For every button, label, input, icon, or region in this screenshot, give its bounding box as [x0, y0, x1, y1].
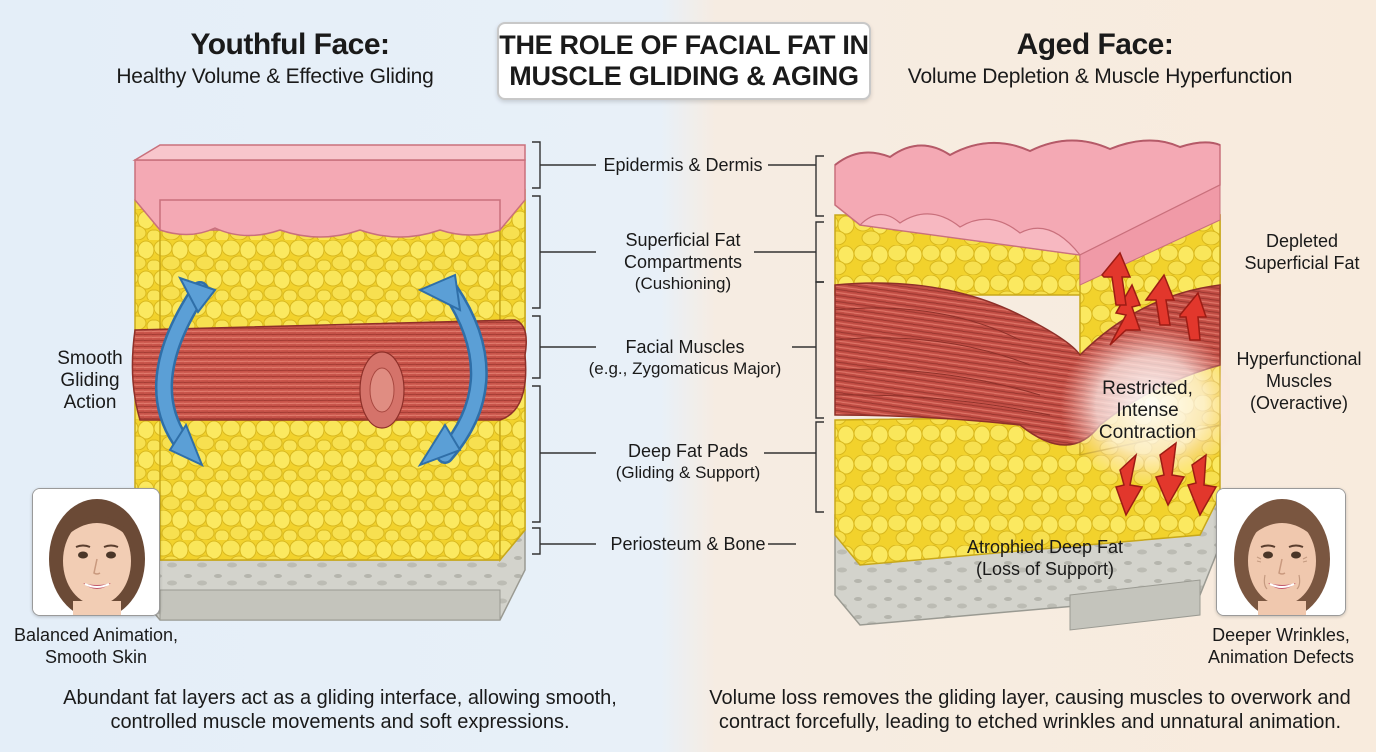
center-brackets — [532, 141, 824, 555]
atrophied-deep-fat-label: Atrophied Deep Fat (Loss of Support) — [955, 536, 1135, 580]
aged-face-caption: Deeper Wrinkles, Animation Defects — [1186, 624, 1376, 668]
youthful-caption-line-2: Smooth Skin — [44, 647, 148, 667]
label-superficial-fat: Superficial Fat Compartments (Cushioning… — [598, 229, 768, 295]
youthful-subtitle: Healthy Volume & Effective Gliding — [116, 65, 434, 88]
restricted-contraction-label: Restricted, Intense Contraction — [1085, 378, 1210, 444]
aged-summary-line-2: contract forcefully, leading to etched w… — [718, 711, 1342, 733]
atrophied-line-2: (Loss of Support) — [975, 559, 1115, 579]
depleted-line-2: Superficial Fat — [1244, 253, 1360, 273]
youthful-tissue-block — [131, 144, 527, 621]
depleted-superficial-fat-label: Depleted Superficial Fat — [1232, 230, 1372, 274]
superficial-fat-line-1: Superficial Fat — [625, 230, 741, 250]
atrophied-line-1: Atrophied Deep Fat — [966, 537, 1124, 557]
youthful-summary-line-1: Abundant fat layers act as a gliding int… — [63, 687, 617, 709]
aged-tissue-block — [834, 139, 1230, 631]
smooth-gliding-label: Smooth Gliding Action — [40, 348, 140, 414]
hyperfunctional-muscles-label: Hyperfunctional Muscles (Overactive) — [1224, 348, 1374, 414]
restricted-line-1: Restricted, — [1102, 378, 1193, 399]
aged-caption-line-2: Animation Defects — [1207, 647, 1355, 667]
deep-fat-line-2: (Gliding & Support) — [615, 463, 761, 482]
aged-face-portrait — [1216, 488, 1346, 616]
hyperfunctional-line-3: (Overactive) — [1249, 393, 1348, 413]
main-title-line-2: MUSCLE GLIDING & AGING — [509, 61, 859, 91]
label-facial-muscles: Facial Muscles (e.g., Zygomaticus Major) — [580, 336, 790, 380]
aged-caption-line-1: Deeper Wrinkles, — [1212, 625, 1350, 645]
youthful-caption-line-1: Balanced Animation, — [13, 625, 179, 645]
depleted-line-1: Depleted — [1265, 231, 1339, 251]
aged-summary-line-1: Volume loss removes the gliding layer, c… — [709, 687, 1351, 709]
superficial-fat-line-3: (Cushioning) — [634, 274, 732, 293]
aged-title: Aged Face: — [1016, 28, 1174, 61]
youthful-title: Youthful Face: — [190, 28, 390, 61]
youthful-face-portrait — [32, 488, 160, 616]
restricted-line-2: Intense — [1116, 400, 1179, 421]
aged-subtitle: Volume Depletion & Muscle Hyperfunction — [907, 65, 1293, 88]
youthful-summary: Abundant fat layers act as a gliding int… — [20, 686, 660, 734]
smooth-gliding-line-3: Action — [63, 392, 117, 413]
youthful-face-caption: Balanced Animation, Smooth Skin — [0, 624, 192, 668]
smooth-gliding-line-1: Smooth — [57, 348, 123, 369]
hyperfunctional-line-2: Muscles — [1265, 371, 1332, 391]
label-epidermis: Epidermis & Dermis — [603, 155, 763, 175]
hyperfunctional-line-1: Hyperfunctional — [1236, 349, 1362, 369]
facial-muscles-line-2: (e.g., Zygomaticus Major) — [588, 359, 782, 378]
main-title-line-1: THE ROLE OF FACIAL FAT IN — [499, 30, 869, 60]
main-title-box: THE ROLE OF FACIAL FAT IN MUSCLE GLIDING… — [497, 22, 871, 100]
smooth-gliding-line-2: Gliding — [60, 370, 120, 391]
restricted-line-3: Contraction — [1098, 422, 1197, 443]
superficial-fat-line-2: Compartments — [623, 252, 743, 272]
deep-fat-line-1: Deep Fat Pads — [627, 441, 749, 461]
label-deep-fat: Deep Fat Pads (Gliding & Support) — [598, 440, 778, 484]
youthful-summary-line-2: controlled muscle movements and soft exp… — [110, 711, 570, 733]
facial-muscles-line-1: Facial Muscles — [625, 337, 745, 357]
label-bone: Periosteum & Bone — [610, 534, 766, 554]
aged-summary: Volume loss removes the gliding layer, c… — [690, 686, 1370, 734]
